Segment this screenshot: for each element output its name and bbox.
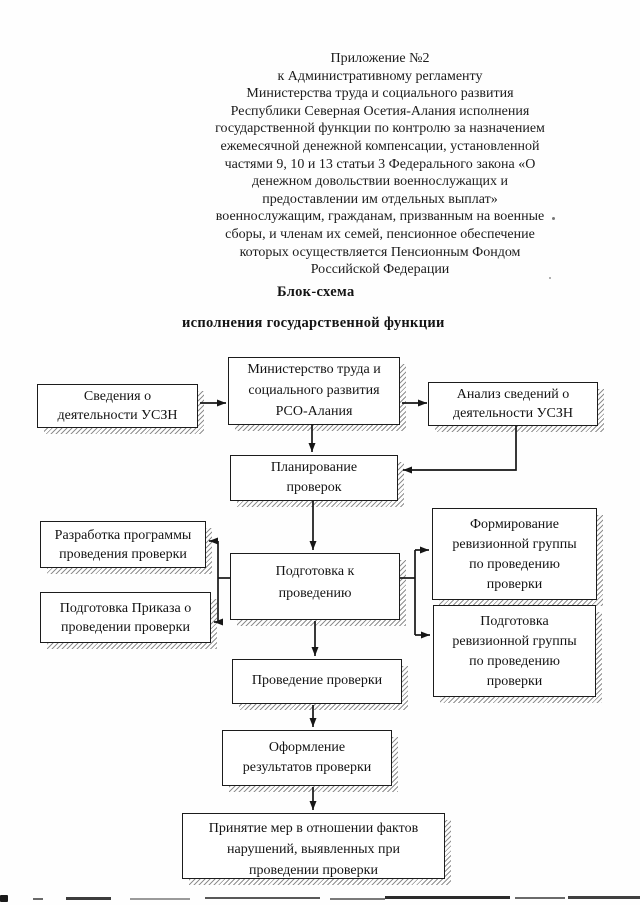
- flow-node-line: по проведению: [469, 557, 560, 572]
- header-line: частями 9, 10 и 13 статьи 3 Федерального…: [224, 156, 536, 172]
- flow-node-planirovanie: Планирование проверок: [230, 455, 404, 507]
- header-line: которых осуществляется Пенсионным Фондом: [239, 244, 521, 260]
- flow-node-provedenie: Проведение проверки: [232, 659, 408, 710]
- flow-node-analiz-svedeniy: Анализ сведений о деятельности УСЗН: [428, 382, 604, 432]
- flow-node-line: нарушений, выявленных при: [227, 842, 400, 857]
- flow-node-line: Анализ сведений о: [456, 387, 570, 402]
- flow-node-line: проведению: [278, 586, 352, 601]
- flow-node-prikaz: Подготовка Приказа о проведении проверки: [40, 592, 217, 649]
- header-line: к Административному регламенту: [277, 68, 483, 84]
- arrow-analiz-to-planirovanie: [403, 426, 517, 474]
- header-line: предоставлении им отдельных выплат»: [262, 191, 498, 207]
- flow-node-line: ревизионной группы: [452, 537, 577, 552]
- flow-node-line: ревизионной группы: [452, 634, 577, 649]
- flow-node-line: Разработка программы: [54, 528, 192, 543]
- flow-node-line: проведении проверки: [249, 863, 378, 878]
- flow-node-line: Оформление: [268, 740, 346, 755]
- flow-node-line: Сведения о: [83, 389, 152, 404]
- page-subtitle: исполнения государственной функции: [182, 315, 445, 331]
- flow-node-line: по проведению: [469, 654, 560, 669]
- flow-node-ministerstvo: Министерство труда и социального развити…: [228, 357, 406, 431]
- flow-node-line: социального развития: [248, 383, 380, 398]
- header-line: Республики Северная Осетия-Алания исполн…: [230, 103, 530, 119]
- header-line: Российской Федерации: [310, 262, 450, 278]
- flow-node-line: Министерство труда и: [247, 362, 381, 377]
- flow-node-line: Подготовка Приказа о: [59, 601, 192, 616]
- flow-node-formirovanie: Формирование ревизионной группы по прове…: [432, 508, 603, 606]
- flow-node-line: деятельности УСЗН: [452, 406, 574, 421]
- header-line: денежном довольствии военнослужащих и: [252, 174, 508, 190]
- flow-node-line: Проведение проверки: [251, 673, 383, 688]
- flow-node-line: Формирование: [469, 517, 560, 532]
- page-title: Блок-схема: [277, 284, 355, 300]
- flow-node-line: Подготовка: [480, 614, 549, 629]
- flow-node-line: Подготовка к: [275, 564, 355, 579]
- flow-node-razrabotka: Разработка программы проведения проверки: [40, 521, 212, 574]
- header-line: ежемесячной денежной компенсации, устано…: [220, 138, 540, 154]
- flow-node-podgotovka-gruppy: Подготовка ревизионной группы по проведе…: [433, 605, 602, 703]
- flow-node-podgotovka: Подготовка к проведению: [230, 553, 406, 626]
- appendix-header: Приложение №2 к Административному реглам…: [140, 50, 620, 279]
- flow-node-prinyatie-mer: Принятие мер в отношении фактов нарушени…: [182, 813, 451, 885]
- header-line: Министерства труда и социального развити…: [246, 86, 514, 102]
- flow-node-line: проведении проверки: [61, 620, 190, 635]
- flow-node-line: проведения проверки: [59, 547, 187, 562]
- header-line: государственной функции по контролю за н…: [215, 121, 545, 137]
- flow-node-line: Планирование: [270, 460, 358, 475]
- header-line: Приложение №2: [330, 51, 430, 66]
- flow-node-oformlenie: Оформление результатов проверки: [222, 730, 398, 792]
- flow-node-line: результатов проверки: [242, 760, 372, 775]
- flow-node-line: проверки: [486, 577, 543, 592]
- flow-node-svedeniya-uszn: Сведения о деятельности УСЗН: [37, 384, 204, 434]
- flow-node-line: РСО-Алания: [275, 404, 353, 419]
- flow-node-line: деятельности УСЗН: [57, 408, 178, 423]
- flow-node-line: Принятие мер в отношении фактов: [208, 821, 419, 836]
- header-line: военнослужащим, гражданам, призванным на…: [215, 209, 545, 225]
- header-line: сборы, и членам их семей, пенсионное обе…: [225, 226, 535, 242]
- flow-node-line: проверки: [486, 674, 543, 689]
- flow-node-line: проверок: [286, 480, 342, 495]
